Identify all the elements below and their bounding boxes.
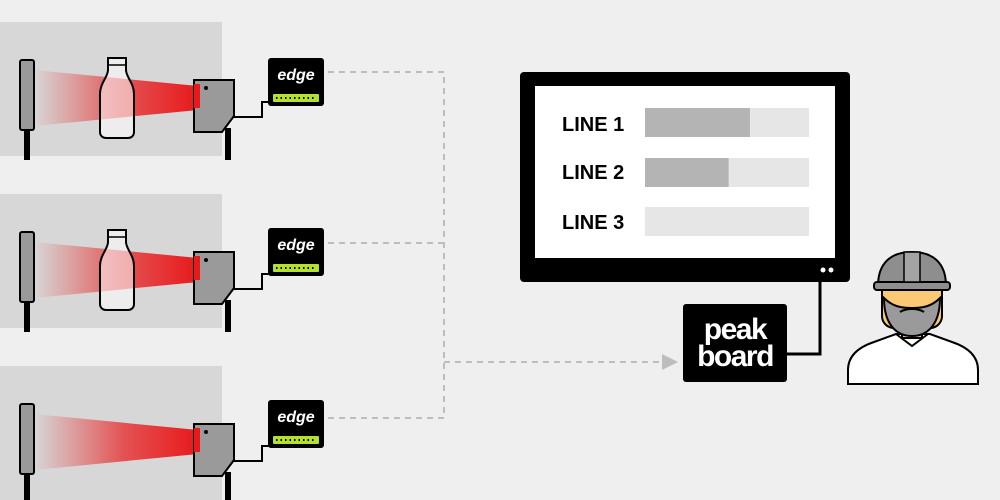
line-label: LINE 1 bbox=[562, 114, 624, 136]
peakboard-box-icon: peak board bbox=[683, 304, 787, 382]
monitor-icon: LINE 1 LINE 2 LINE 3 bbox=[520, 72, 850, 282]
sensor-cable bbox=[233, 445, 272, 462]
station-3: edge bbox=[0, 366, 324, 500]
connector-trunk bbox=[328, 71, 445, 419]
progress-track bbox=[645, 207, 809, 236]
line-label: LINE 3 bbox=[562, 212, 624, 234]
laser-sensor-icon bbox=[193, 251, 235, 305]
sensor-cable bbox=[233, 101, 272, 118]
sensor-cable bbox=[233, 273, 272, 290]
worker-icon bbox=[847, 250, 979, 385]
light-barrier-post-icon bbox=[19, 403, 35, 475]
bottle-icon bbox=[99, 57, 135, 139]
edge-device-icon: edge bbox=[268, 228, 324, 276]
edge-device-icon: edge bbox=[268, 400, 324, 448]
line-label: LINE 2 bbox=[562, 162, 624, 184]
edge-label: edge bbox=[277, 409, 314, 426]
edge-device-icon: edge bbox=[268, 58, 324, 106]
station-2: edge bbox=[0, 194, 324, 332]
laser-beam bbox=[34, 414, 198, 470]
laser-sensor-icon bbox=[193, 423, 235, 477]
dashboard-row-2: LINE 2 bbox=[562, 158, 809, 187]
peakboard-logo-line-1: peak bbox=[704, 313, 768, 346]
light-barrier-post-icon bbox=[19, 231, 35, 303]
network-connectors bbox=[328, 71, 678, 419]
light-barrier-post-icon bbox=[19, 59, 35, 131]
edge-label: edge bbox=[277, 67, 314, 84]
progress-fill bbox=[645, 158, 729, 187]
laser-sensor-icon bbox=[193, 79, 235, 133]
dashboard-row-3: LINE 3 bbox=[562, 207, 809, 236]
peakboard-logo-line-2: board bbox=[697, 340, 773, 373]
progress-fill bbox=[645, 108, 750, 137]
station-1: edge bbox=[0, 22, 324, 160]
dashboard-row-1: LINE 1 bbox=[562, 108, 809, 137]
edge-label: edge bbox=[277, 237, 314, 254]
bottle-icon bbox=[99, 229, 135, 311]
monitor-cable bbox=[787, 282, 822, 356]
